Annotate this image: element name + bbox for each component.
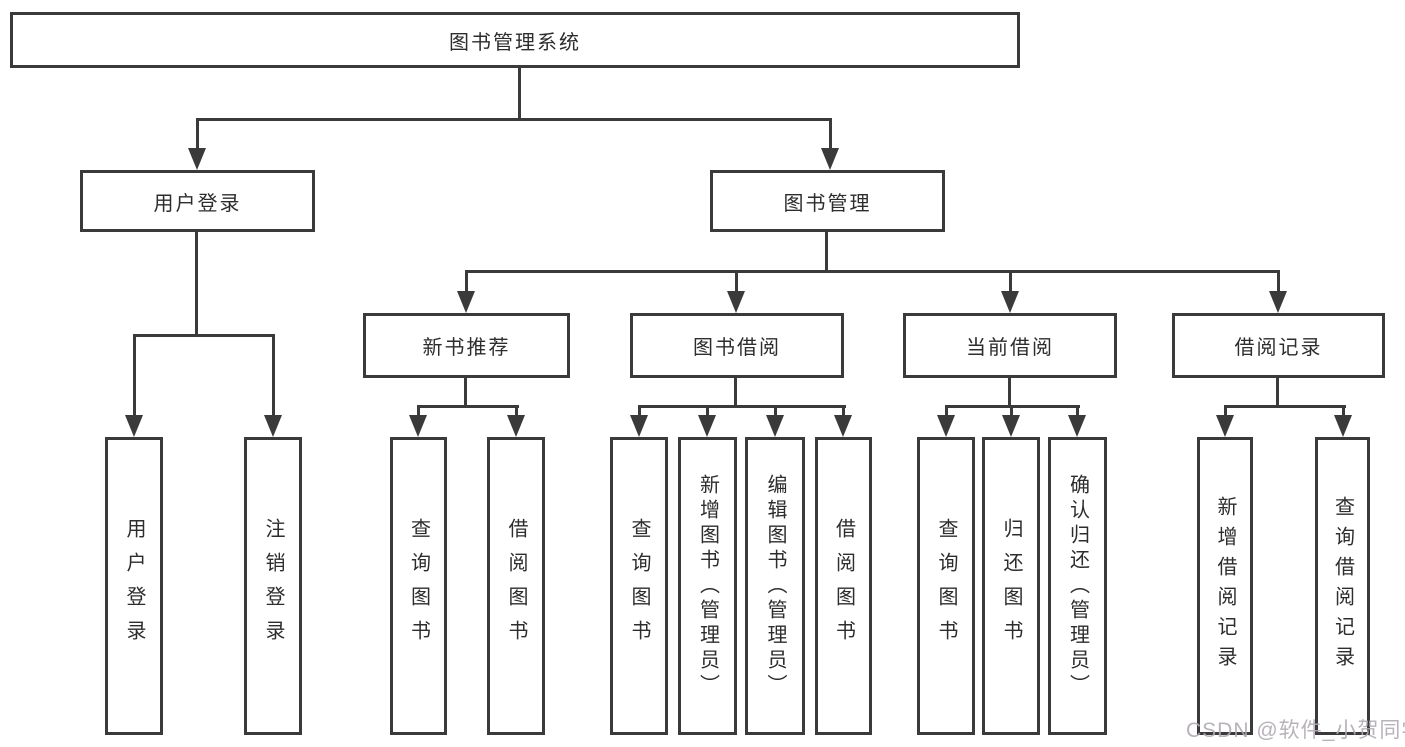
leaf-query-borrow-record: 查询借阅记录 [1315, 437, 1370, 735]
connector-stub [945, 405, 948, 418]
node-book-management-label: 图书管理 [783, 192, 872, 215]
connector-stub [515, 405, 518, 418]
connector-stub [272, 334, 275, 418]
arrowhead-down-icon [630, 415, 648, 437]
arrowhead-down-icon [1269, 291, 1287, 313]
arrowhead-down-icon [1068, 415, 1086, 437]
connector-stub [1010, 405, 1013, 418]
arrowhead-down-icon [698, 415, 716, 437]
node-book-management: 图书管理 [710, 170, 945, 232]
arrowhead-down-icon [1002, 415, 1020, 437]
leaf-borrow-query-books: 查询图书 [610, 437, 668, 735]
leaf-logout: 注销登录 [244, 437, 302, 735]
arrowhead-down-icon [507, 415, 525, 437]
arrowhead-down-icon [937, 415, 955, 437]
connector-stub [829, 118, 832, 151]
connector-stem-user-login [195, 232, 198, 337]
connector-hline-book-management [465, 270, 1280, 273]
leaf-return-books-label: 归还图书 [1000, 518, 1022, 654]
connector-stem-recommend [464, 378, 467, 408]
arrowhead-down-icon [766, 415, 784, 437]
arrowhead-down-icon [821, 148, 839, 170]
leaf-edit-books-admin: 编辑图书（管理员） [745, 437, 805, 735]
node-new-book-recommend: 新书推荐 [363, 313, 570, 378]
leaf-borrow-books: 借阅图书 [815, 437, 872, 735]
node-borrow-records-label: 借阅记录 [1234, 337, 1323, 359]
connector-stub [465, 270, 468, 294]
connector-stub [638, 405, 641, 418]
connector-hline-recommend [417, 405, 519, 408]
leaf-add-borrow-record: 新增借阅记录 [1197, 437, 1253, 735]
arrowhead-down-icon [1216, 415, 1234, 437]
leaf-recommend-query-books: 查询图书 [390, 437, 447, 735]
connector-hline-user-login [133, 334, 275, 337]
connector-stem-current-borrow [1008, 378, 1011, 408]
leaf-user-login-label: 用户登录 [123, 518, 145, 654]
connector-hline-book-borrow [638, 405, 846, 408]
node-new-book-recommend-label: 新书推荐 [422, 337, 511, 359]
node-root: 图书管理系统 [10, 12, 1020, 68]
leaf-recommend-borrow-books-label: 借阅图书 [505, 518, 527, 654]
connector-stub [1009, 270, 1012, 294]
connector-stub [842, 405, 845, 418]
connector-stub [735, 270, 738, 294]
connector-stem-book-borrow [734, 378, 737, 408]
leaf-recommend-borrow-books: 借阅图书 [487, 437, 545, 735]
arrowhead-down-icon [727, 291, 745, 313]
node-user-login: 用户登录 [80, 170, 315, 232]
connector-stub [1277, 270, 1280, 294]
leaf-confirm-return-admin: 确认归还（管理员） [1048, 437, 1107, 735]
connector-hline-borrow-records [1224, 405, 1346, 408]
connector-stub [196, 118, 199, 151]
node-root-label: 图书管理系统 [449, 31, 581, 54]
leaf-edit-books-admin-label: 编辑图书（管理员） [764, 473, 786, 699]
arrowhead-down-icon [834, 415, 852, 437]
leaf-add-borrow-record-label: 新增借阅记录 [1214, 496, 1236, 676]
node-current-borrow-label: 当前借阅 [966, 337, 1054, 359]
leaf-current-query-books: 查询图书 [917, 437, 975, 735]
watermark: CSDN @软件_小贺同学 [1186, 719, 1405, 742]
leaf-add-books-admin-label: 新增图书（管理员） [696, 473, 719, 699]
arrowhead-down-icon [1334, 415, 1352, 437]
connector-stub [706, 405, 709, 418]
arrowhead-down-icon [188, 148, 206, 170]
node-user-login-label: 用户登录 [153, 192, 242, 215]
node-book-borrow: 图书借阅 [630, 313, 844, 378]
leaf-user-login: 用户登录 [105, 437, 163, 735]
connector-stem-book-management [825, 232, 828, 273]
leaf-recommend-query-books-label: 查询图书 [407, 518, 430, 654]
leaf-return-books: 归还图书 [982, 437, 1040, 735]
connector-stem-root [518, 68, 521, 121]
leaf-current-query-books-label: 查询图书 [935, 518, 957, 654]
connector-stem-borrow-records [1276, 378, 1279, 408]
connector-stub [1076, 405, 1079, 418]
connector-stub [1342, 405, 1345, 418]
node-current-borrow: 当前借阅 [903, 313, 1117, 378]
connector-hline-root [196, 118, 832, 121]
arrowhead-down-icon [409, 415, 427, 437]
arrowhead-down-icon [457, 291, 475, 313]
leaf-borrow-query-books-label: 查询图书 [628, 518, 650, 654]
leaf-confirm-return-admin-label: 确认归还（管理员） [1066, 473, 1089, 699]
leaf-logout-label: 注销登录 [262, 518, 284, 654]
connector-stub [1224, 405, 1227, 418]
leaf-borrow-books-label: 借阅图书 [832, 518, 855, 654]
arrowhead-down-icon [1001, 291, 1019, 313]
arrowhead-down-icon [264, 415, 282, 437]
node-borrow-records: 借阅记录 [1172, 313, 1385, 378]
arrowhead-down-icon [125, 415, 143, 437]
node-book-borrow-label: 图书借阅 [693, 337, 781, 359]
connector-stub [417, 405, 420, 418]
connector-stub [133, 334, 136, 418]
connector-stub [774, 405, 777, 418]
leaf-add-books-admin: 新增图书（管理员） [678, 437, 737, 735]
leaf-query-borrow-record-label: 查询借阅记录 [1331, 496, 1354, 676]
